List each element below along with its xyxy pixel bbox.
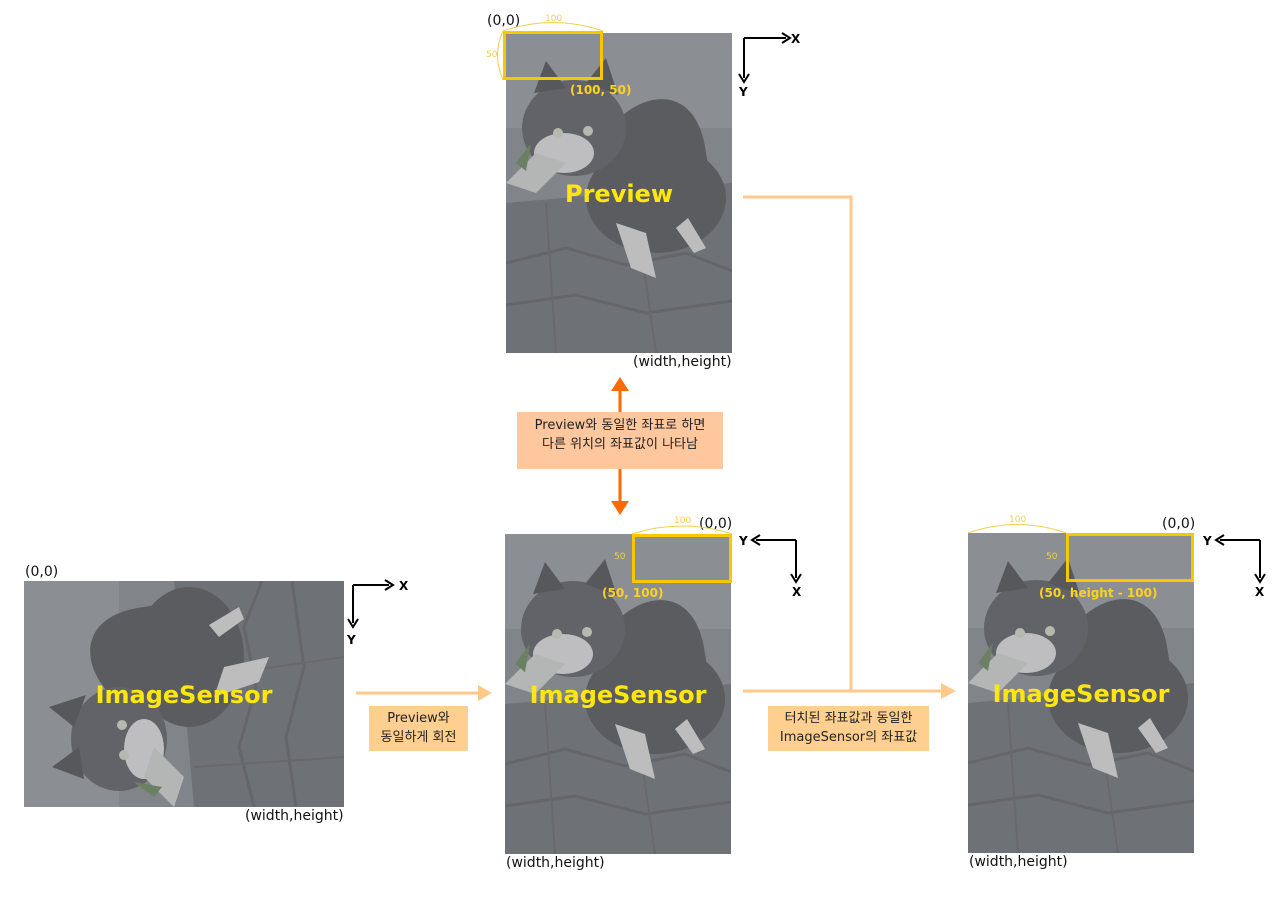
preview-image: Preview <box>506 33 732 353</box>
flow-line-preview <box>743 195 853 691</box>
final-sensor-axis-indicator: Y X <box>1200 532 1270 602</box>
photo-dim-overlay <box>506 33 732 353</box>
raw-sensor-image: ImageSensor <box>24 581 344 807</box>
preview-origin-label: (0,0) <box>487 13 521 29</box>
rotated-sensor-selection-box <box>632 534 732 583</box>
rotated-width-curve <box>631 525 733 535</box>
raw-sensor-axis-y: Y <box>347 633 356 647</box>
final-sensor-selection-width: 100 <box>1009 515 1027 525</box>
rotated-sensor-title: ImageSensor <box>529 681 707 709</box>
double-arrow-down-head <box>611 501 629 515</box>
rotated-sensor-origin-label: (0,0) <box>699 516 733 532</box>
raw-sensor-axis-indicator: X Y <box>345 577 415 647</box>
rotated-sensor-axis-y: Y <box>739 534 748 548</box>
rotated-sensor-axis-x: X <box>792 585 802 599</box>
note-mismatch: Preview와 동일한 좌표로 하면 다른 위치의 좌표값이 나타남 <box>517 412 723 469</box>
final-sensor-origin-label: (0,0) <box>1162 516 1196 532</box>
flow-arrow-final-head <box>941 683 956 699</box>
preview-axis-x: X <box>791 32 801 46</box>
rotated-sensor-axis-indicator: Y X <box>736 532 806 602</box>
final-sensor-image: ImageSensor <box>968 533 1194 853</box>
note-touched: 터치된 좌표값과 동일한 ImageSensor의 좌표값 <box>768 706 929 751</box>
note-rotate: Preview와 동일하게 회전 <box>369 706 468 751</box>
raw-sensor-end-label: (width,height) <box>245 808 344 824</box>
final-sensor-title: ImageSensor <box>992 680 1170 708</box>
preview-height-curve <box>497 30 504 81</box>
flow-arrow-rotate-head <box>478 685 492 701</box>
note-touched-line-1: 터치된 좌표값과 동일한 <box>784 711 913 726</box>
final-width-curve <box>967 524 1067 534</box>
note-touched-line-2: ImageSensor의 좌표값 <box>779 730 918 745</box>
preview-axis-indicator: X Y <box>736 30 806 100</box>
note-mismatch-line-1: Preview와 동일한 좌표로 하면 <box>534 418 706 433</box>
preview-selection-height: 50 <box>486 50 498 60</box>
rotated-sensor-selection-width: 100 <box>674 516 692 526</box>
preview-title: Preview <box>564 180 674 208</box>
preview-width-curve <box>502 22 604 32</box>
final-sensor-end-label: (width,height) <box>969 854 1068 870</box>
note-rotate-line-2: 동일하게 회전 <box>380 730 457 745</box>
rotated-sensor-end-label: (width,height) <box>506 855 605 871</box>
preview-end-label: (width,height) <box>633 354 732 370</box>
final-sensor-axis-y: Y <box>1203 534 1212 548</box>
preview-selection-width: 100 <box>545 14 563 24</box>
raw-sensor-title: ImageSensor <box>95 681 273 709</box>
double-arrow-up-head <box>611 377 629 391</box>
preview-selection-box <box>503 31 603 80</box>
rotated-sensor-selection-height: 50 <box>614 552 626 562</box>
rotated-sensor-image: ImageSensor <box>505 534 731 854</box>
note-mismatch-line-2: 다른 위치의 좌표값이 나타남 <box>542 437 698 452</box>
photo-dim-overlay <box>505 534 731 854</box>
note-rotate-line-1: Preview와 <box>387 711 450 726</box>
final-sensor-selection-height: 50 <box>1046 552 1058 562</box>
final-sensor-selection-coord: (50, height - 100) <box>1039 586 1158 600</box>
photo-dim-overlay <box>24 581 344 807</box>
rotated-sensor-selection-coord: (50, 100) <box>602 586 664 600</box>
photo-dim-overlay <box>968 533 1194 853</box>
preview-selection-coord: (100, 50) <box>570 83 632 97</box>
final-sensor-axis-x: X <box>1255 585 1265 599</box>
raw-sensor-axis-x: X <box>399 579 409 593</box>
preview-axis-y: Y <box>739 85 748 99</box>
final-sensor-selection-box <box>1066 533 1194 582</box>
raw-sensor-origin-label: (0,0) <box>25 564 59 580</box>
